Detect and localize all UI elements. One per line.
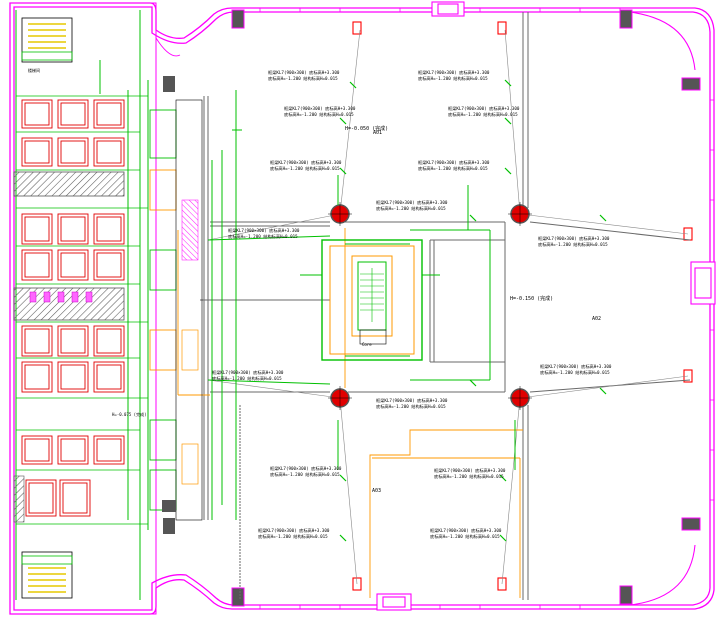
orange-partitions (177, 228, 523, 598)
room-label-core: Core (362, 342, 372, 347)
curtain-wall-mullions (259, 8, 714, 609)
central-core (321, 239, 423, 361)
beam-note-14a: 框梁KL7(900×300) 底标高H+3.300 (430, 527, 502, 534)
elevation-note-a02: H=-0.150 (完成) (510, 295, 553, 302)
beam-note-6a: 框梁KL7(900×300) 底标高H+3.300 (418, 159, 490, 166)
column-crosshairs (328, 202, 532, 410)
corner-piers (163, 9, 701, 607)
beam-note-10a: 框梁KL7(900×300) 底标高H+3.300 (540, 363, 612, 370)
beam-note-9b: 底标高H=-1.200 结构标高H=0.015 (212, 375, 282, 382)
left-service-column (149, 99, 203, 521)
beam-note-14b: 底标高H=-1.200 结构标高H=0.015 (430, 533, 500, 540)
beam-note-12a: 框梁KL7(900×300) 底标高H+3.300 (434, 467, 506, 474)
room-label-a02: A02 (592, 316, 601, 322)
elevation-note-left-core: H=-0.075 (完成) (112, 411, 147, 417)
beam-note-5b: 底标高H=-1.200 结构标高H=0.015 (270, 165, 340, 172)
left-wing-corridors (16, 95, 148, 525)
annotation-labels: A01 H=-0.050 (完成) A02 H=-0.150 (完成) A03 … (28, 67, 612, 540)
curtain-wall-bays (376, 1, 716, 611)
beam-note-2b: 底标高H=-1.200 结构标高H=0.015 (418, 75, 488, 82)
beam-note-16a: 框梁KL7(900×300) 底标高H+3.300 (376, 199, 448, 206)
beam-note-11a: 框梁KL7(900×300) 底标高H+3.300 (270, 465, 342, 472)
green-markers (339, 79, 607, 542)
beam-note-13a: 框梁KL7(900×300) 底标高H+3.300 (258, 527, 330, 534)
beam-note-4a: 框梁KL7(900×300) 底标高H+3.300 (448, 105, 520, 112)
beam-note-13b: 底标高H=-1.200 结构标高H=0.015 (258, 533, 328, 540)
curtain-wall-outline (9, 2, 715, 615)
beam-note-9a: 框梁KL7(900×300) 底标高H+3.300 (212, 369, 284, 376)
beam-note-10b: 底标高H=-1.200 结构标高H=0.015 (540, 369, 610, 376)
beam-note-15b: 底标高H=-1.200 结构标高H=0.015 (376, 403, 446, 410)
beam-note-8b: 底标高H=-1.200 结构标高H=0.015 (538, 241, 608, 248)
room-label-a01: A01 (373, 130, 382, 136)
green-service-lines (207, 90, 516, 520)
beam-note-6b: 底标高H=-1.200 结构标高H=0.015 (418, 165, 488, 172)
service-room-cells (21, 99, 125, 517)
beam-note-3b: 底标高H=-1.200 结构标高H=0.015 (284, 111, 354, 118)
left-wing-stair-label: 楼梯间 (28, 67, 40, 73)
beam-note-8a: 框梁KL7(900×300) 底标高H+3.300 (538, 235, 610, 242)
beam-note-12b: 底标高H=-1.200 结构标高H=0.015 (434, 473, 504, 480)
elevation-note-a01: H=-0.050 (完成) (345, 125, 388, 132)
beam-note-3a: 框梁KL7(900×300) 底标高H+3.300 (284, 105, 356, 112)
left-wing (9, 2, 157, 615)
beam-note-1b: 底标高H=-1.200 结构标高H=0.015 (268, 75, 338, 82)
beam-note-7a: 框梁KL7(900×300) 底标高H+3.300 (228, 227, 300, 234)
beam-note-7b: 底标高H=-1.200 结构标高H=0.015 (228, 233, 298, 240)
beam-note-5a: 框梁KL7(900×300) 底标高H+3.300 (270, 159, 342, 166)
beam-note-4b: 底标高H=-1.200 结构标高H=0.015 (448, 111, 518, 118)
beam-lines (207, 29, 689, 585)
beam-note-1a: 框梁KL7(900×300) 底标高H+3.300 (268, 69, 340, 76)
beam-note-11b: 底标高H=-1.200 结构标高H=0.015 (270, 471, 340, 478)
beam-note-2a: 框梁KL7(900×300) 底标高H+3.300 (418, 69, 490, 76)
room-label-a03: A03 (372, 488, 381, 494)
beam-note-15a: 框梁KL7(900×300) 底标高H+3.300 (376, 397, 448, 404)
interior-partitions (200, 12, 691, 600)
beam-note-16b: 底标高H=-1.200 结构标高H=0.015 (376, 205, 446, 212)
